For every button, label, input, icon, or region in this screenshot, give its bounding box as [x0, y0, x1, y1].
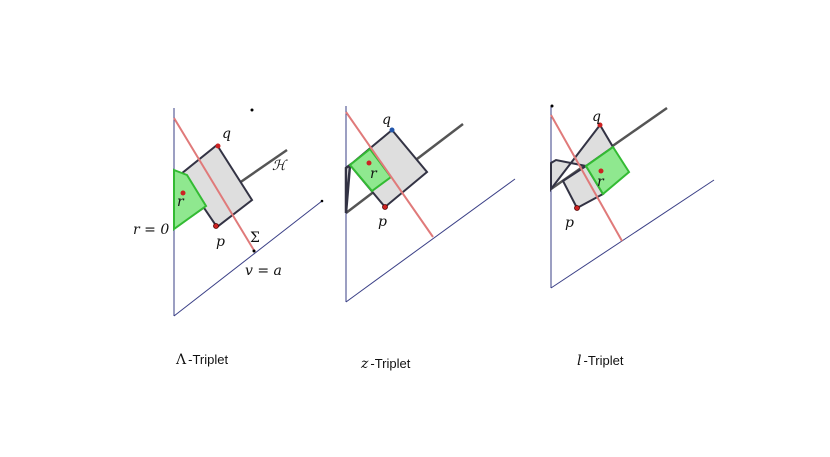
label-h: ℋ [272, 158, 288, 174]
label-p: p [378, 214, 387, 230]
green-region [173, 168, 208, 231]
label-p: p [565, 215, 574, 231]
point-p [213, 223, 219, 229]
green-region [584, 145, 631, 196]
caption-z-triplet: z-Triplet [360, 356, 411, 372]
panel-lambda-triplet: q r p ℋ Σ r = 0 v = a Λ-Triplet [133, 108, 324, 368]
axis-diagonal [173, 200, 323, 317]
label-q: q [592, 109, 601, 125]
axis-top-dot [550, 104, 554, 108]
point-r [180, 190, 186, 196]
isolated-dot [250, 108, 254, 112]
label-sigma: Σ [250, 230, 260, 246]
label-v-equals-a: v = a [245, 263, 282, 279]
label-r: r [177, 194, 185, 210]
point-r [598, 168, 604, 174]
label-q: q [382, 112, 391, 128]
axis-diagonal [345, 178, 516, 303]
line-sigma [173, 117, 256, 253]
label-q: q [222, 126, 231, 142]
point-r [366, 160, 372, 166]
point-p [382, 204, 388, 210]
point-q [597, 122, 603, 128]
label-r-equals-zero: r = 0 [133, 222, 169, 238]
outline-segment [344, 162, 352, 214]
label-r: r [370, 166, 378, 182]
axis-end-dot [320, 199, 324, 203]
line-red [345, 111, 434, 238]
point-p [574, 205, 580, 211]
label-r: r [597, 174, 605, 190]
point-q [389, 127, 395, 133]
caption-lambda-triplet: Λ-Triplet [175, 352, 228, 368]
axis-diagonal [550, 179, 715, 289]
panel-l-triplet: q r p l-Triplet [550, 104, 715, 369]
point-q [215, 143, 221, 149]
caption-l-triplet: l-Triplet [577, 353, 624, 369]
line-red [550, 114, 623, 242]
panel-z-triplet: q r p z-Triplet [344, 106, 516, 372]
label-p: p [216, 234, 225, 250]
point-sigma-foot [252, 249, 256, 253]
